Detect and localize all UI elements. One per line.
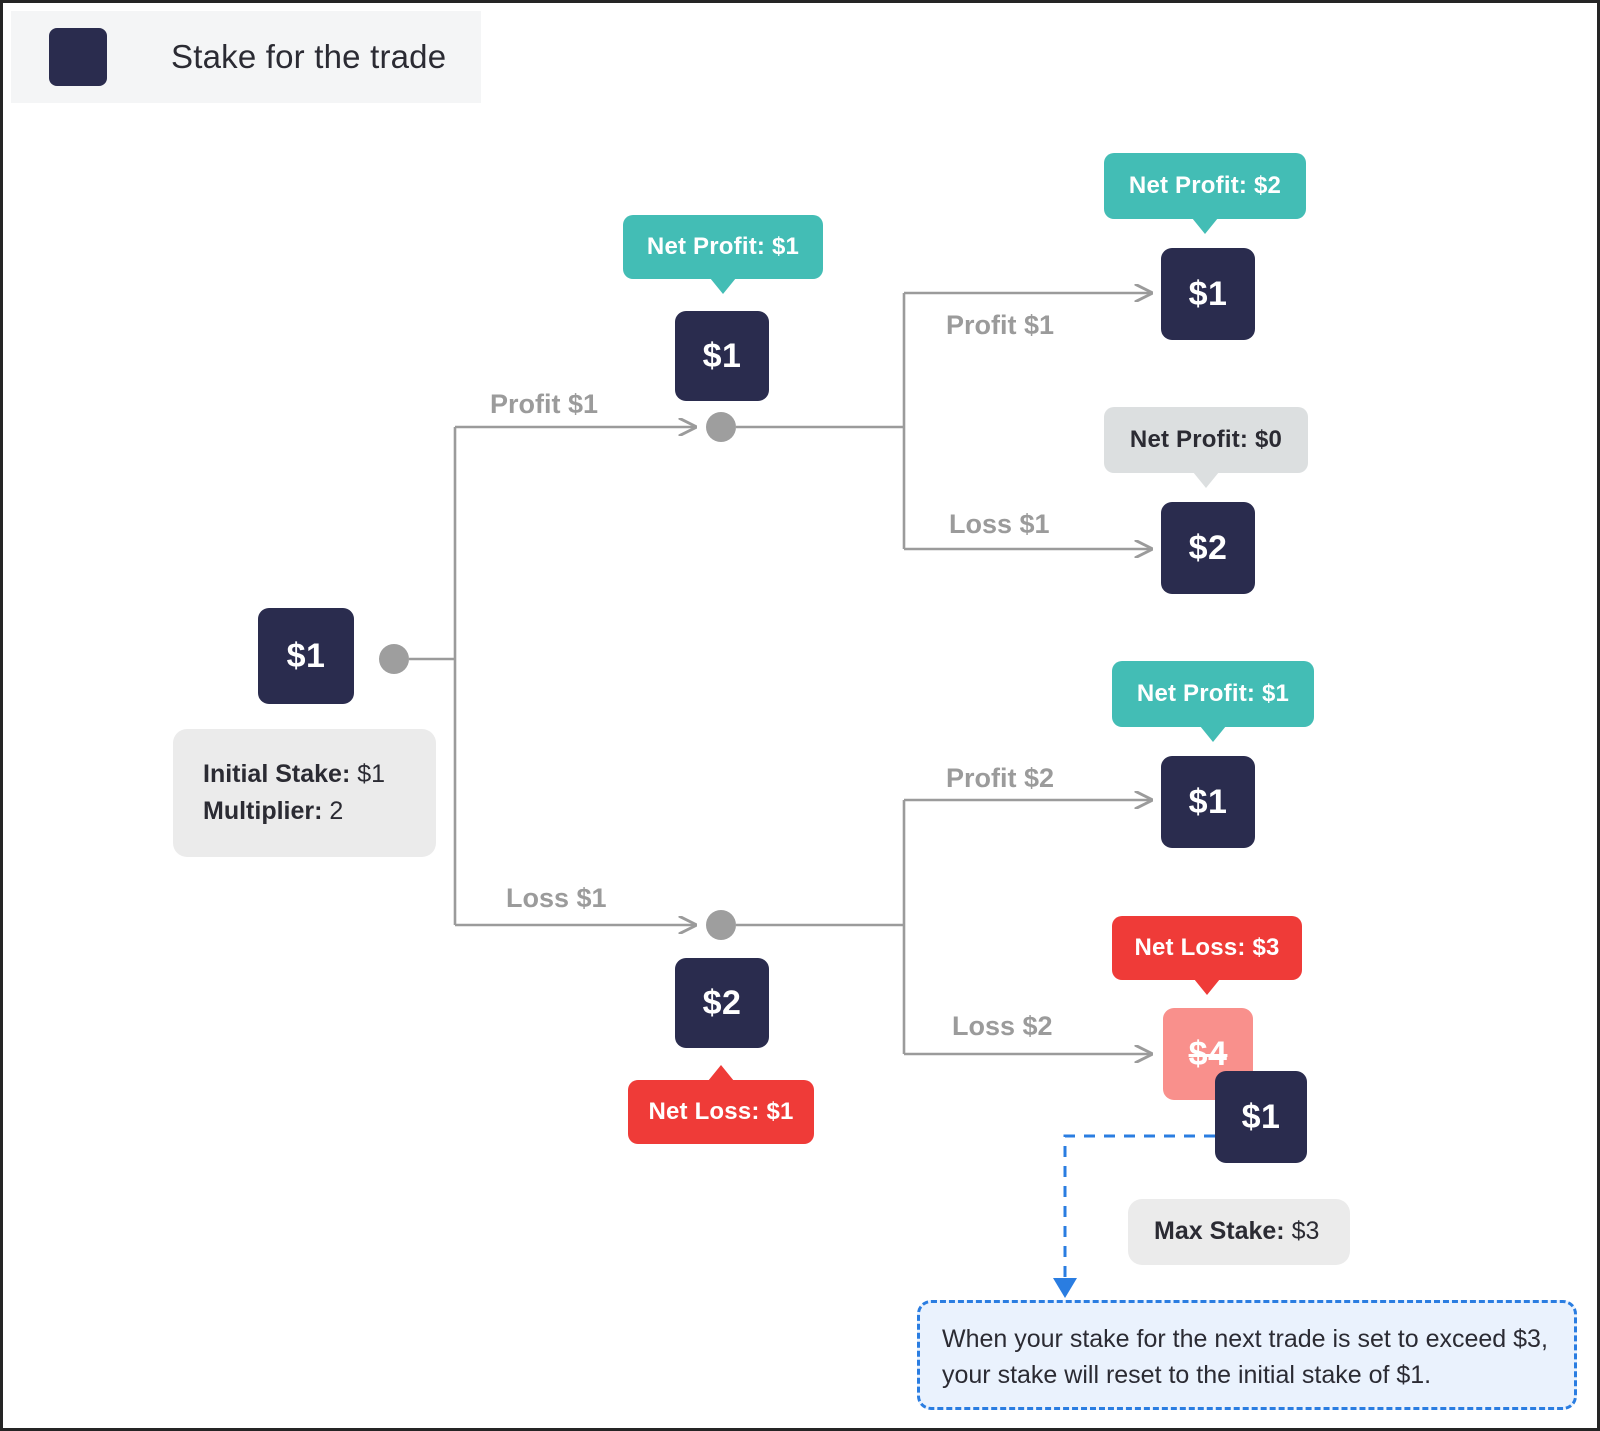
initial-stake-value: $1 (357, 759, 386, 788)
upper-child-1-bubble: Net Profit: $2 (1104, 153, 1306, 219)
root-junction-dot (379, 644, 409, 674)
upper-child-1-bubble-text: Net Profit: $2 (1128, 172, 1282, 199)
lower-child-1-amount: $1 (1188, 782, 1228, 821)
upper-child-2-bubble-text: Net Profit: $0 (1129, 426, 1283, 453)
reset-rule-text: When your stake for the next trade is se… (942, 1325, 1548, 1390)
initial-stake-line: Initial Stake: $1 (203, 756, 406, 794)
upper-child-2-amount: $2 (1188, 528, 1228, 567)
edge-label-lower-loss: Loss $2 (952, 1011, 1053, 1041)
upper-branch-bubble-text: Net Profit: $1 (646, 233, 800, 260)
upper-child-1-node[interactable]: $1 (1161, 248, 1255, 340)
lower-child-1-bubble: Net Profit: $1 (1112, 661, 1314, 727)
lower-child-2-reset-node[interactable]: $1 (1215, 1071, 1307, 1163)
root-stake-amount: $1 (286, 636, 326, 675)
upper-child-2-bubble: Net Profit: $0 (1104, 407, 1308, 473)
edge-label-lower-profit: Profit $2 (946, 763, 1055, 793)
upper-child-1-amount: $1 (1188, 274, 1228, 313)
lower-child-2-reset-amount: $1 (1241, 1097, 1281, 1136)
lower-child-1-bubble-text: Net Profit: $1 (1136, 680, 1290, 707)
lower-child-1-node[interactable]: $1 (1161, 756, 1255, 848)
multiplier-line: Multiplier: 2 (203, 793, 406, 831)
upper-child-2-node[interactable]: $2 (1161, 502, 1255, 594)
reset-arrowhead-icon (1053, 1278, 1077, 1298)
max-stake-info-pill: Max Stake: $3 (1128, 1199, 1350, 1265)
legend-label: Stake for the trade (171, 38, 447, 75)
edge-label-root-loss: Loss $1 (506, 883, 607, 913)
reset-rule-callout: When your stake for the next trade is se… (917, 1300, 1577, 1410)
upper-branch-stake-amount: $1 (702, 336, 742, 375)
lower-branch-bubble: Net Loss: $1 (628, 1080, 814, 1144)
legend: Stake for the trade (11, 11, 481, 103)
upper-branch-bubble: Net Profit: $1 (623, 215, 823, 279)
edge-label-root-profit: Profit $1 (490, 389, 599, 419)
lower-branch-stake-amount: $2 (702, 983, 742, 1022)
lower-child-2-bubble-text: Net Loss: $3 (1134, 934, 1280, 961)
edge-label-upper-loss: Loss $1 (949, 509, 1050, 539)
edge-label-upper-profit: Profit $1 (946, 310, 1055, 340)
lower-branch-bubble-text: Net Loss: $1 (648, 1098, 794, 1125)
max-stake-value: $3 (1291, 1217, 1320, 1246)
legend-swatch-icon (49, 28, 107, 86)
lower-child-2-voided-amount: $4 (1188, 1034, 1228, 1073)
max-stake-key: Max Stake: (1154, 1217, 1285, 1246)
multiplier-value: 2 (329, 797, 344, 825)
initial-stake-info-pill: Initial Stake: $1 Multiplier: 2 (173, 729, 436, 857)
root-stake-node[interactable]: $1 (258, 608, 354, 704)
lower-junction-dot (706, 910, 736, 940)
max-stake-line: Max Stake: $3 (1154, 1213, 1324, 1251)
initial-stake-key: Initial Stake: (203, 759, 351, 788)
lower-branch-stake-node[interactable]: $2 (675, 958, 769, 1048)
upper-branch-stake-node[interactable]: $1 (675, 311, 769, 401)
multiplier-key: Multiplier: (203, 797, 323, 825)
lower-child-2-bubble: Net Loss: $3 (1112, 916, 1302, 980)
upper-junction-dot (706, 412, 736, 442)
